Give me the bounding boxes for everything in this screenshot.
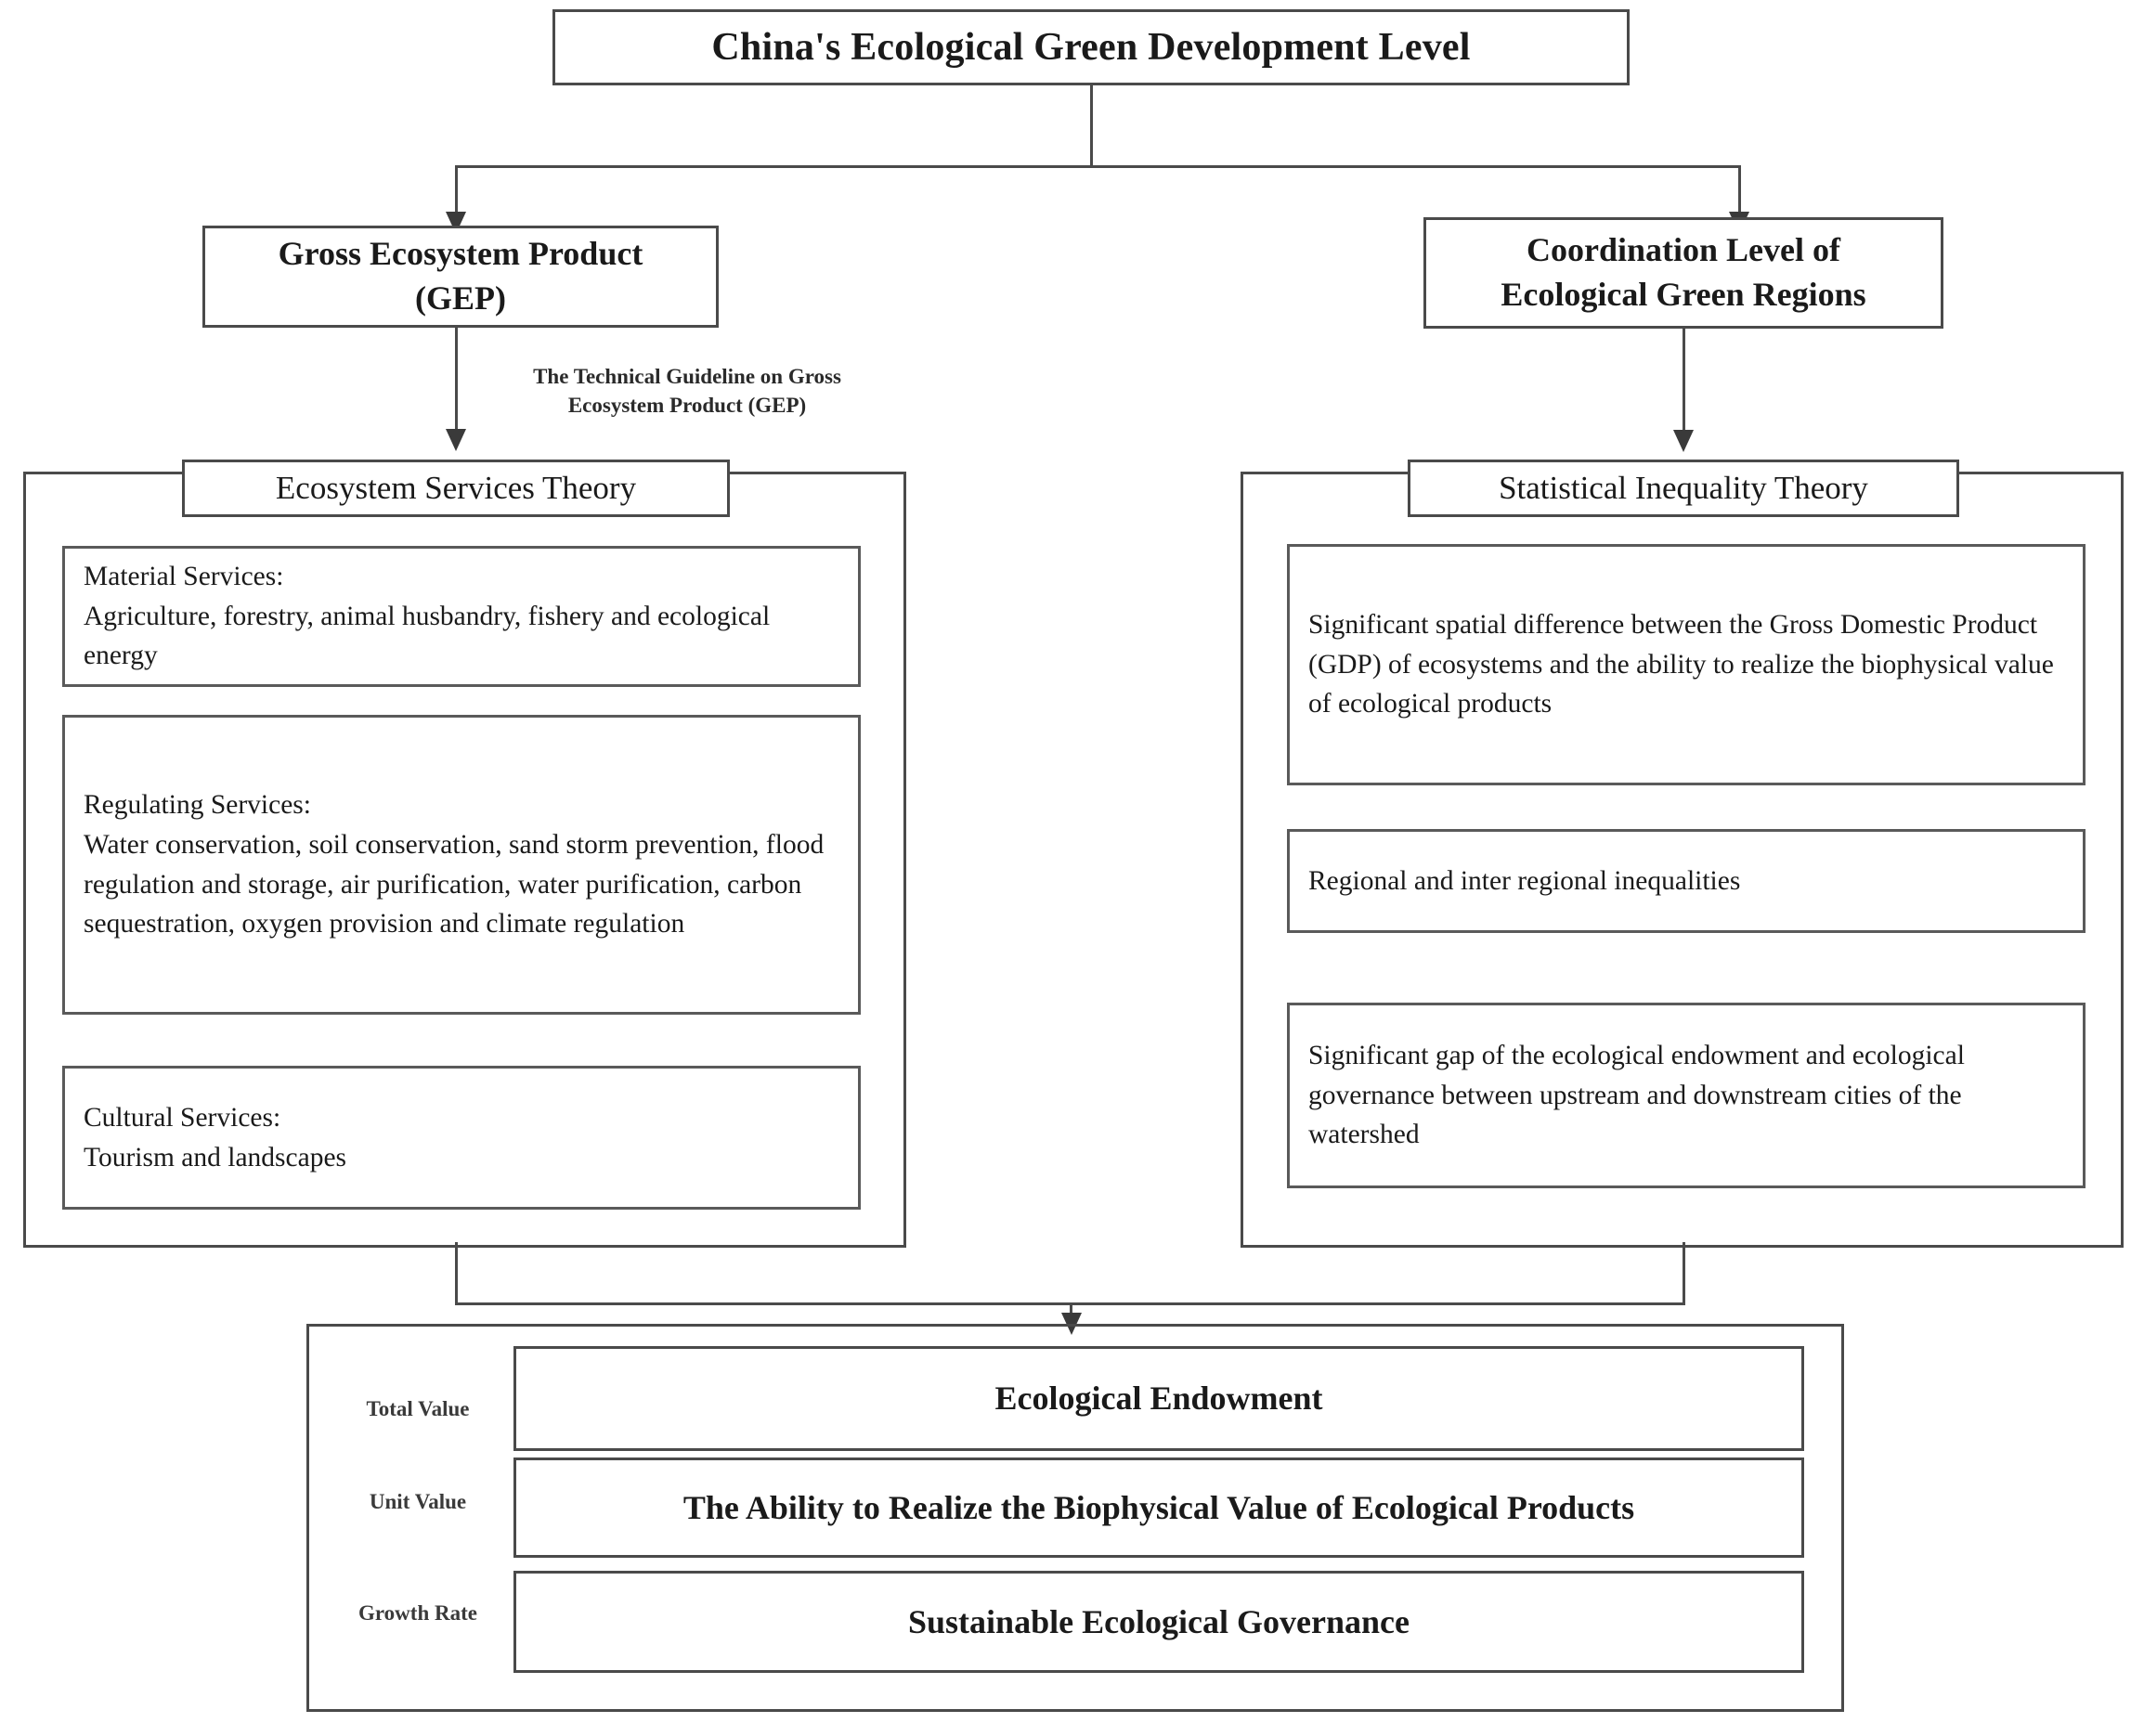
outcome-box-total-value-label: Ecological Endowment	[994, 1380, 1323, 1417]
edge-label-technical-guideline: The Technical Guideline on Gross Ecosyst…	[533, 365, 841, 418]
outcome-box-unit-value: The Ability to Realize the Biophysical V…	[513, 1457, 1804, 1558]
connector-merge-to-bottom	[1070, 1302, 1072, 1321]
outcome-box-growth-rate: Sustainable Ecological Governance	[513, 1571, 1804, 1673]
right-theory-item-spatial-difference: Significant spatial difference between t…	[1287, 544, 2086, 785]
left-theory-header: Ecosystem Services Theory	[182, 460, 730, 517]
left-theory-item-cultural-text: Cultural Services: Tourism and landscape…	[84, 1102, 347, 1172]
right-theory-item-spatial-difference-text: Significant spatial difference between t…	[1308, 609, 2054, 719]
connector-coordination-to-theory	[1683, 329, 1685, 435]
right-theory-item-regional-inequality-text: Regional and inter regional inequalities	[1308, 865, 1741, 896]
connector-right-container-down	[1683, 1242, 1685, 1305]
left-theory-item-material: Material Services: Agriculture, forestry…	[62, 546, 861, 687]
connector-root-to-right	[1738, 165, 1741, 216]
connector-root-stem	[1090, 85, 1093, 167]
outcome-row-label-unit-value: Unit Value	[369, 1490, 467, 1513]
right-theory-item-endowment-gap-text: Significant gap of the ecological endowm…	[1308, 1040, 1965, 1150]
left-theory-header-label: Ecosystem Services Theory	[275, 470, 637, 507]
right-theory-header-label: Statistical Inequality Theory	[1499, 470, 1868, 507]
outcome-box-unit-value-label: The Ability to Realize the Biophysical V…	[682, 1488, 1635, 1526]
connector-root-to-left	[455, 165, 458, 216]
outcome-box-total-value: Ecological Endowment	[513, 1346, 1804, 1451]
left-theory-item-regulating: Regulating Services: Water conservation,…	[62, 715, 861, 1015]
right-theory-header: Statistical Inequality Theory	[1408, 460, 1959, 517]
connector-root-fork	[455, 165, 1741, 168]
branch-node-gep-label: Gross Ecosystem Product (GEP)	[278, 235, 643, 317]
right-theory-item-regional-inequality: Regional and inter regional inequalities	[1287, 829, 2086, 933]
arrowhead-gep-to-theory	[446, 429, 466, 451]
outcome-box-growth-rate-label: Sustainable Ecological Governance	[908, 1602, 1410, 1640]
root-node-title: China's Ecological Green Development Lev…	[552, 9, 1630, 85]
right-theory-item-endowment-gap: Significant gap of the ecological endowm…	[1287, 1003, 2086, 1188]
branch-node-coordination-label: Coordination Level of Ecological Green R…	[1501, 231, 1866, 313]
left-theory-item-material-text: Material Services: Agriculture, forestry…	[84, 561, 771, 671]
left-theory-item-regulating-text: Regulating Services: Water conservation,…	[84, 789, 825, 939]
arrowhead-coordination-to-theory	[1673, 430, 1694, 452]
outcome-row-label-growth-rate: Growth Rate	[358, 1601, 477, 1625]
branch-node-coordination: Coordination Level of Ecological Green R…	[1423, 217, 1943, 329]
branch-node-gep: Gross Ecosystem Product (GEP)	[202, 226, 719, 328]
root-node-label: China's Ecological Green Development Lev…	[711, 25, 1471, 69]
connector-gep-to-theory	[455, 328, 458, 434]
left-theory-item-cultural: Cultural Services: Tourism and landscape…	[62, 1066, 861, 1210]
outcome-row-label-total-value: Total Value	[366, 1397, 470, 1420]
connector-left-container-down	[455, 1242, 458, 1305]
outcomes-panel	[306, 1324, 1844, 1712]
